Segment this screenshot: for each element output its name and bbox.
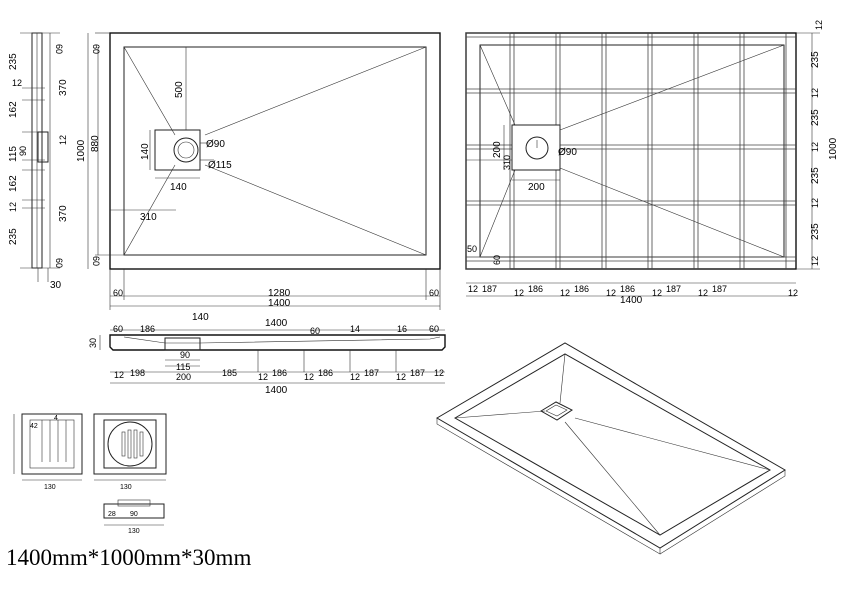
grid-dim-b186c: 186 xyxy=(620,284,635,294)
grid-dim-60: 60 xyxy=(492,255,502,265)
sec-dim-185: 185 xyxy=(222,368,237,378)
side-dim-bottom: 60 xyxy=(54,258,64,268)
sec-dim-12e: 12 xyxy=(396,372,406,382)
grid-dim-r235d: 235 xyxy=(810,223,821,240)
grid-dim-200v: 200 xyxy=(492,141,503,158)
sec-dim-186b: 186 xyxy=(272,368,287,378)
grid-dim-r12e: 12 xyxy=(810,256,820,266)
sec-dim-60a: 60 xyxy=(113,324,123,334)
sec-dim-200: 200 xyxy=(176,372,191,382)
plan-dim-1400: 1400 xyxy=(268,298,291,309)
grid-dim-b12b: 12 xyxy=(514,288,524,298)
side-dim-370b: 370 xyxy=(58,205,69,222)
sec-dim-1400: 1400 xyxy=(265,318,288,329)
plan-dim-bl60: 60 xyxy=(113,288,123,298)
sec-dim-12a: 12 xyxy=(114,370,124,380)
grid-dim-r12b: 12 xyxy=(810,88,820,98)
drain1-dim-b: 42 xyxy=(30,423,38,430)
sec-dim-12b: 12 xyxy=(258,372,268,382)
grid-dim-b187c: 187 xyxy=(712,284,727,294)
side-dim-235a: 235 xyxy=(8,53,19,70)
drain3-dim-e: 130 xyxy=(128,528,140,535)
plan-dim-140v: 140 xyxy=(140,143,151,160)
plan-dim-1280: 1280 xyxy=(268,288,291,299)
plan-dim-bottom60: 60 xyxy=(91,256,101,266)
grid-dim-r12d: 12 xyxy=(810,198,820,208)
sec-dim-186a: 186 xyxy=(140,324,155,334)
side-dim-top: 60 xyxy=(54,44,64,54)
grid-dim-b12d: 12 xyxy=(606,288,616,298)
grid-dim-200h: 200 xyxy=(528,182,545,193)
side-dim-12a: 12 xyxy=(12,78,22,88)
drain3-dim-g: 28 xyxy=(108,511,116,518)
sec-dim-60b: 60 xyxy=(310,326,320,336)
plan-dim-140h: 140 xyxy=(170,182,187,193)
grid-dim-b12e: 12 xyxy=(652,288,662,298)
drain-details: 130 42 4 130 130 90 28 xyxy=(13,413,167,535)
grid-dim-r12a: 12 xyxy=(814,20,824,30)
grid-dim-b187a: 187 xyxy=(482,284,497,294)
plan-dim-500: 500 xyxy=(174,81,185,98)
plan-dim-310: 310 xyxy=(140,212,157,223)
grid-dim-b187b: 187 xyxy=(666,284,681,294)
grid-dim-b12a: 12 xyxy=(468,284,478,294)
sec-dim-1400b: 1400 xyxy=(265,385,288,396)
grid-dim-b12f: 12 xyxy=(698,288,708,298)
side-dim-12c: 12 xyxy=(58,135,68,145)
grid-dim-r235b: 235 xyxy=(810,109,821,126)
side-dim-235b: 235 xyxy=(8,228,19,245)
grid-view: 12 235 12 235 12 235 12 235 12 1000 200 … xyxy=(465,20,839,306)
sec-dim-60c: 60 xyxy=(429,324,439,334)
grid-dim-r12c: 12 xyxy=(810,142,820,152)
side-dim-thick: 30 xyxy=(50,280,62,291)
sec-dim-14: 14 xyxy=(350,324,360,334)
grid-dim-b12g: 12 xyxy=(788,288,798,298)
drain3-dim-f: 90 xyxy=(130,511,138,518)
plan-view: 60 880 1000 500 140 140 310 Ø90 Ø115 60 … xyxy=(76,32,441,310)
grid-dim-r235c: 235 xyxy=(810,167,821,184)
grid-dim-1400: 1400 xyxy=(620,295,643,306)
side-dim-162b: 162 xyxy=(8,175,19,192)
sec-dim-12f: 12 xyxy=(434,368,444,378)
grid-dim-d90: Ø90 xyxy=(558,147,577,158)
grid-dim-310: 310 xyxy=(502,155,512,170)
drain2-dim-d: 130 xyxy=(120,484,132,491)
perspective-view xyxy=(436,342,786,555)
sec-dim-187b: 187 xyxy=(410,368,425,378)
product-dimensions-caption: 1400mm*1000mm*30mm xyxy=(6,545,252,570)
grid-dim-b186a: 186 xyxy=(528,284,543,294)
sec-dim-140: 140 xyxy=(192,312,209,323)
sec-dim-186c: 186 xyxy=(318,368,333,378)
side-dim-12b: 12 xyxy=(8,202,18,212)
sec-dim-16: 16 xyxy=(397,324,407,334)
plan-dim-br60: 60 xyxy=(429,288,439,298)
sec-dim-12c: 12 xyxy=(304,372,314,382)
sec-dim-187a: 187 xyxy=(364,368,379,378)
plan-dim-top60: 60 xyxy=(91,44,101,54)
sec-dim-115: 115 xyxy=(176,362,190,372)
sec-dim-12d: 12 xyxy=(350,372,360,382)
plan-dim-880: 880 xyxy=(90,135,101,152)
grid-dim-r235a: 235 xyxy=(810,51,821,68)
side-dim-90: 90 xyxy=(18,146,28,156)
drain1-dim-c: 4 xyxy=(54,415,58,422)
side-dim-115: 115 xyxy=(8,146,19,162)
grid-dim-b12c: 12 xyxy=(560,288,570,298)
plan-dim-d90: Ø90 xyxy=(206,139,225,150)
plan-dim-d115: Ø115 xyxy=(208,160,232,171)
side-dim-162a: 162 xyxy=(8,101,19,118)
section-view: 60 186 115 90 140 1400 60 14 16 60 30 12… xyxy=(88,312,446,396)
grid-dim-1000: 1000 xyxy=(828,137,839,160)
grid-dim-50: 50 xyxy=(467,244,477,254)
grid-dim-b186b: 186 xyxy=(574,284,589,294)
drain1-dim-a: 130 xyxy=(44,484,56,491)
side-view: 60 235 12 370 162 115 90 162 12 370 235 … xyxy=(8,32,69,291)
side-dim-370a: 370 xyxy=(58,79,69,96)
sec-dim-90: 90 xyxy=(180,350,190,360)
plan-dim-1000: 1000 xyxy=(76,139,87,162)
sec-dim-198: 198 xyxy=(130,368,145,378)
sec-dim-30: 30 xyxy=(88,338,98,348)
